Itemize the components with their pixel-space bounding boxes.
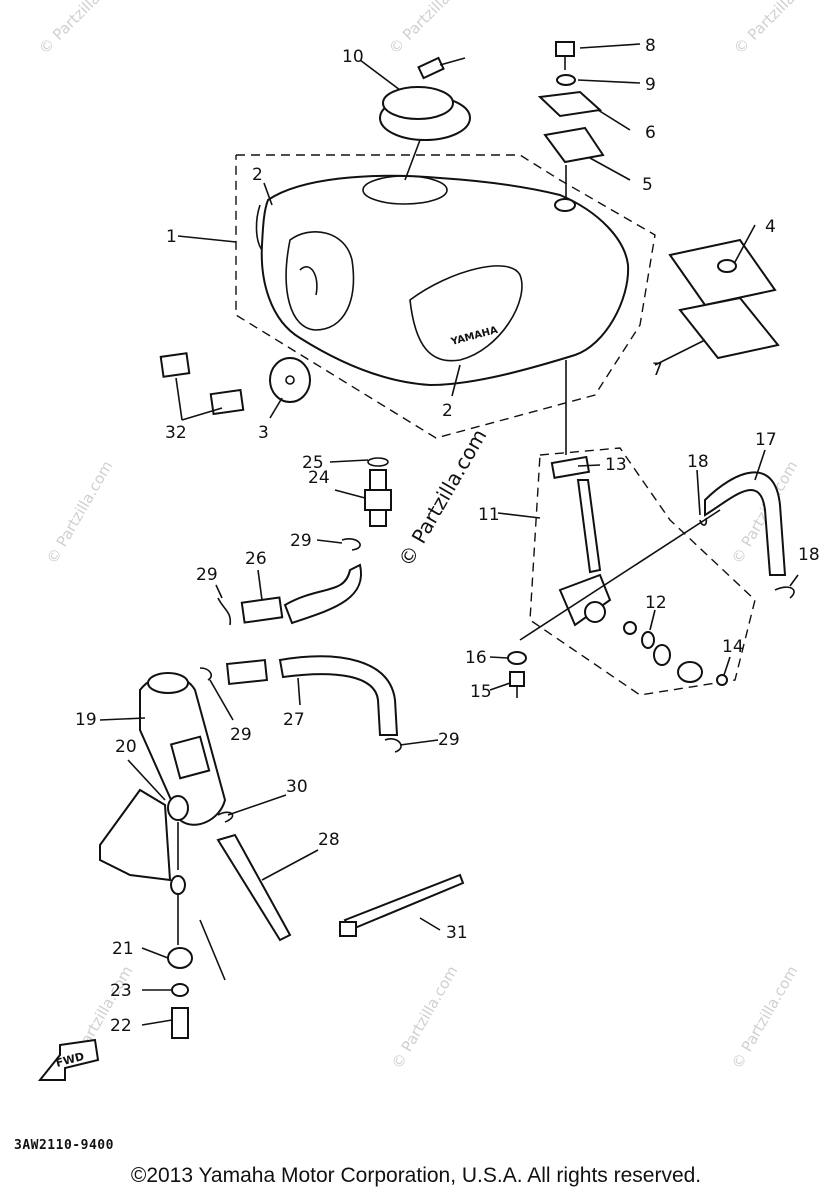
callout-16: 16: [465, 648, 487, 668]
watermark: © Partzilla.com: [388, 963, 461, 1072]
callout-4: 4: [765, 217, 776, 237]
overflow-hose: [216, 811, 292, 942]
fuel-hose-27: [199, 655, 402, 753]
callout-6: 6: [645, 123, 656, 143]
callout-11: 11: [478, 505, 500, 525]
watermark: © Partzilla.com: [385, 0, 480, 58]
callout-18: 18: [798, 545, 820, 565]
fuel-cock-group-outline: [529, 447, 756, 696]
callout-2: 2: [442, 401, 453, 421]
callout-9: 9: [645, 75, 656, 95]
fuel-cap: [379, 56, 471, 181]
callout-20: 20: [115, 737, 137, 757]
leader-lines: [99, 43, 799, 1026]
tank-group-outline: [235, 154, 656, 439]
callout-7: 7: [652, 360, 663, 380]
callout-10: 10: [342, 47, 364, 67]
tank-band: [339, 873, 465, 937]
watermark: © Partzilla.com: [730, 0, 825, 58]
pump-bracket: [99, 788, 226, 1039]
callout-17: 17: [755, 430, 777, 450]
callout-13: 13: [605, 455, 627, 475]
copyright-notice: ©2013 Yamaha Motor Corporation, U.S.A. A…: [130, 1164, 702, 1187]
watermark: © Partzilla.com: [43, 458, 116, 567]
callout-12: 12: [645, 593, 667, 613]
callout-28: 28: [318, 830, 340, 850]
callout-8: 8: [645, 36, 656, 56]
callout-24: 24: [308, 468, 330, 488]
forward-arrow-icon: FWD: [37, 1038, 100, 1081]
callout-19: 19: [75, 710, 97, 730]
callouts: 1 2 2 3 4 5 6 7 8 9 10 11 12 13 14 15 16…: [75, 36, 820, 1036]
callout-23: 23: [110, 981, 132, 1001]
side-damper: [159, 352, 311, 416]
callout-2: 2: [252, 165, 263, 185]
callout-29: 29: [196, 565, 218, 585]
callout-27: 27: [283, 710, 305, 730]
callout-21: 21: [112, 939, 134, 959]
callout-14: 14: [722, 637, 744, 657]
hose-joint: [341, 457, 392, 551]
callout-29: 29: [290, 531, 312, 551]
callout-29: 29: [230, 725, 252, 745]
watermark: © Partzilla.com: [728, 963, 801, 1072]
callout-5: 5: [642, 175, 653, 195]
callout-1: 1: [166, 227, 177, 247]
callout-31: 31: [446, 923, 468, 943]
fuel-tank: YAMAHA: [255, 174, 630, 387]
watermark: © Partzilla.com: [35, 0, 130, 58]
callout-3: 3: [258, 423, 269, 443]
watermarks: © Partzilla.com © Partzilla.com © Partzi…: [35, 0, 825, 1072]
callout-26: 26: [245, 549, 267, 569]
fuel-cock: [507, 455, 728, 698]
fuel-hose-26: [217, 563, 363, 626]
callout-18: 18: [687, 452, 709, 472]
callout-29: 29: [438, 730, 460, 750]
callout-30: 30: [286, 777, 308, 797]
rear-damper: [668, 238, 780, 360]
callout-25: 25: [302, 453, 324, 473]
callout-32: 32: [165, 423, 187, 443]
callout-22: 22: [110, 1016, 132, 1036]
callout-15: 15: [470, 682, 492, 702]
figure-code: 3AW2110-9400: [14, 1138, 114, 1153]
mounting-hardware: [537, 41, 605, 212]
fuel-pump: [139, 672, 227, 826]
center-watermark: © Partzilla.com: [394, 425, 492, 571]
